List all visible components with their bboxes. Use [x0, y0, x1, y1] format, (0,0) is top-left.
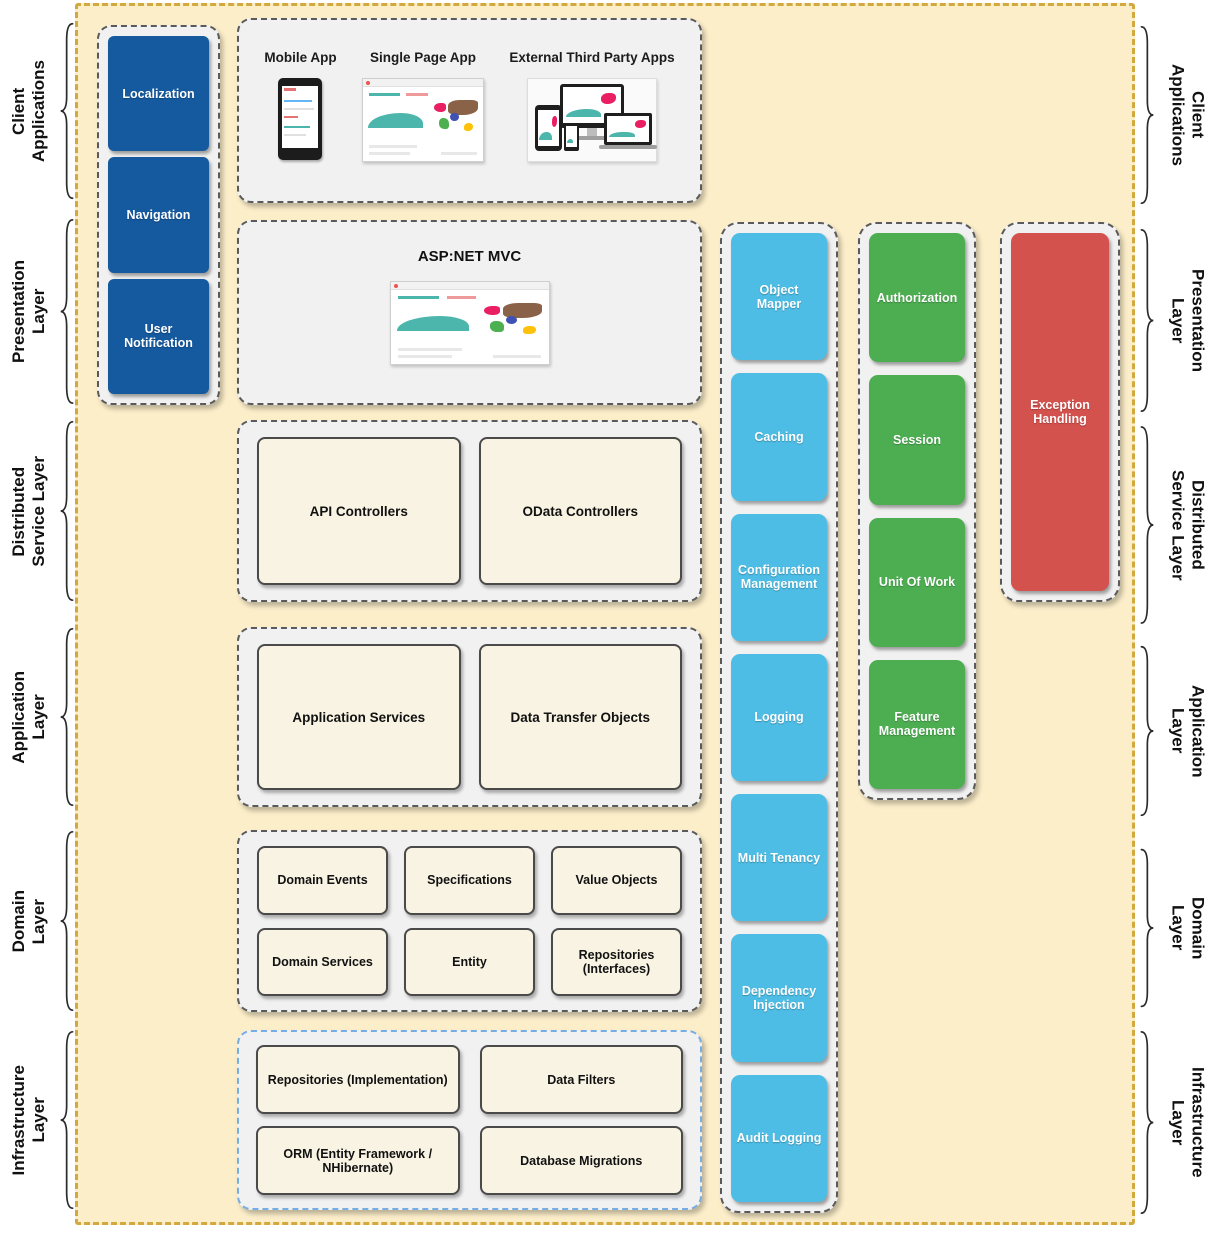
- node-configuration-management: Configuration Management: [731, 513, 827, 641]
- brace-right: [1138, 1030, 1155, 1215]
- single-page-app-image: [361, 78, 484, 162]
- error-column: Exception Handling: [1000, 222, 1120, 602]
- node-value-objects: Value Objects: [551, 846, 682, 915]
- node-caching: Caching: [731, 373, 827, 501]
- client-app-mobile: Mobile App: [264, 50, 337, 160]
- node-orm: ORM (Entity Framework / NHibernate): [256, 1126, 460, 1195]
- node-session: Session: [869, 375, 965, 505]
- client-applications-panel: Mobile App Single Page App External Thir…: [237, 18, 702, 203]
- node-data-filters: Data Filters: [479, 1045, 683, 1114]
- brace-right: [1138, 25, 1155, 205]
- aspnet-mvc-label: ASP:NET MVC: [417, 248, 522, 265]
- node-specifications: Specifications: [404, 846, 535, 915]
- node-audit-logging: Audit Logging: [731, 1074, 827, 1202]
- node-api-controllers: API Controllers: [257, 437, 461, 585]
- utility-column: Object Mapper Caching Configuration Mana…: [720, 222, 838, 1213]
- brace-right: [1138, 645, 1155, 817]
- node-unit-of-work: Unit Of Work: [869, 517, 965, 647]
- node-object-mapper: Object Mapper: [731, 233, 827, 361]
- brace-left: [59, 627, 76, 807]
- infrastructure-panel: Repositories (Implementation) Data Filte…: [237, 1030, 702, 1210]
- node-entity: Entity: [404, 927, 535, 996]
- node-repositories-implementation: Repositories (Implementation): [256, 1045, 460, 1114]
- brace-left: [59, 1030, 76, 1210]
- node-domain-services: Domain Services: [257, 927, 388, 996]
- security-column: Authorization Session Unit Of Work Featu…: [858, 222, 976, 800]
- aspnet-mvc-image: [389, 281, 550, 365]
- brace-left: [59, 830, 76, 1012]
- node-domain-events: Domain Events: [257, 846, 388, 915]
- external-apps-image: [526, 78, 657, 162]
- node-user-notification: User Notification: [108, 278, 209, 394]
- single-page-app-label: Single Page App: [369, 50, 476, 65]
- node-feature-management: Feature Management: [869, 659, 965, 789]
- node-data-transfer-objects: Data Transfer Objects: [478, 644, 682, 790]
- brace-right: [1138, 228, 1155, 413]
- node-application-services: Application Services: [257, 644, 461, 790]
- node-exception-handling: Exception Handling: [1011, 233, 1109, 591]
- mobile-app-image: [278, 78, 323, 160]
- node-dependency-injection: Dependency Injection: [731, 934, 827, 1062]
- node-odata-controllers: OData Controllers: [478, 437, 682, 585]
- external-third-party-apps-label: External Third Party Apps: [509, 50, 675, 65]
- mobile-app-label: Mobile App: [264, 50, 337, 65]
- brace-left: [59, 22, 76, 200]
- client-app-spa: Single Page App: [361, 50, 484, 162]
- node-repositories-interfaces: Repositories (Interfaces): [551, 927, 682, 996]
- domain-panel: Domain Events Specifications Value Objec…: [237, 830, 702, 1012]
- brace-left: [59, 218, 76, 405]
- application-panel: Application Services Data Transfer Objec…: [237, 627, 702, 807]
- presentation-panel: ASP:NET MVC: [237, 220, 702, 405]
- brace-right: [1138, 425, 1155, 625]
- node-navigation: Navigation: [108, 157, 209, 273]
- client-app-external: External Third Party Apps: [509, 50, 675, 162]
- node-multi-tenancy: Multi Tenancy: [731, 794, 827, 922]
- brace-left: [59, 420, 76, 602]
- distributed-service-panel: API Controllers OData Controllers: [237, 420, 702, 602]
- node-authorization: Authorization: [869, 233, 965, 363]
- node-database-migrations: Database Migrations: [479, 1126, 683, 1195]
- brace-right: [1138, 848, 1155, 1008]
- node-logging: Logging: [731, 653, 827, 782]
- node-localization: Localization: [108, 36, 209, 152]
- client-modules-group: Localization Navigation User Notificatio…: [97, 25, 220, 405]
